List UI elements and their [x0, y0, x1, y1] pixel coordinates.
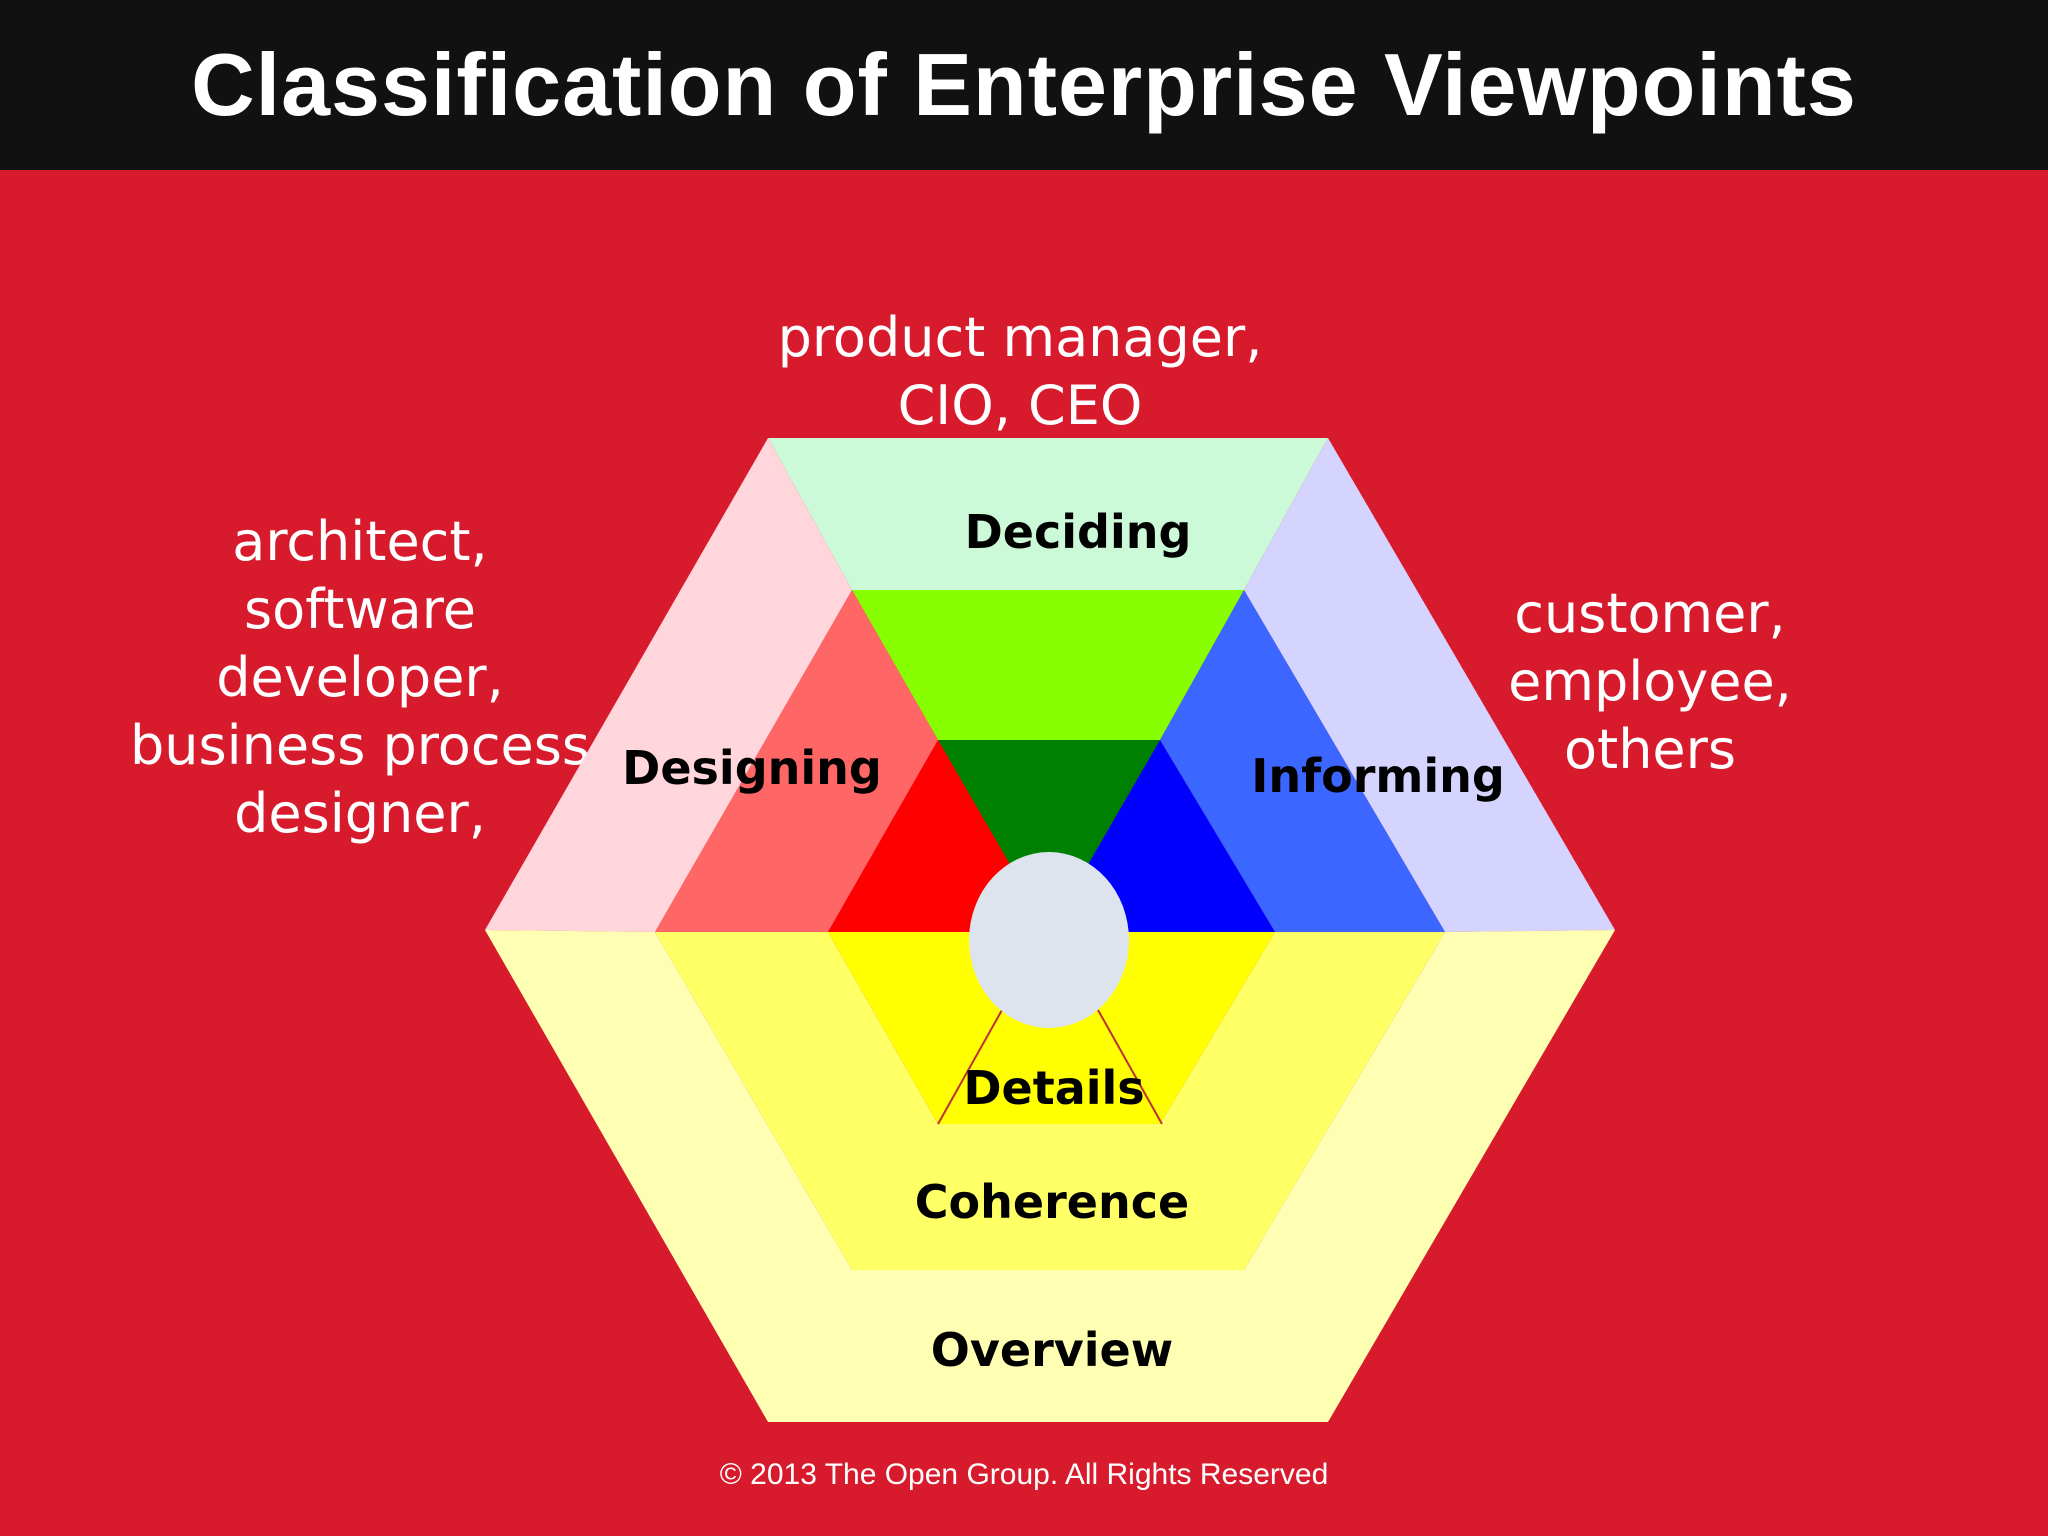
designing-middle-band: [655, 590, 938, 932]
deciding-outer-band: [768, 438, 1328, 590]
role-label-right: customer, employee, others: [1508, 582, 1792, 781]
overview-label: Overview: [931, 1323, 1173, 1377]
role-label-left: architect, software developer, business …: [129, 510, 591, 845]
slide-title: Classification of Enterprise Viewpoints: [191, 35, 1857, 134]
deciding-inner-band: [938, 740, 1160, 932]
details-accent-line-right: [1097, 1009, 1163, 1125]
center-circle: [969, 852, 1129, 1028]
coherence-label: Coherence: [915, 1175, 1189, 1229]
informing-outer-band: [1244, 438, 1615, 932]
details-inner-band: [828, 932, 1275, 1124]
copyright-notice: © 2013 The Open Group. All Rights Reserv…: [719, 1458, 1329, 1491]
designing-outer-band: [485, 438, 852, 932]
title-bar: Classification of Enterprise Viewpoints: [0, 0, 2048, 170]
informing-label: Informing: [1251, 749, 1505, 803]
deciding-label: Deciding: [965, 505, 1192, 559]
details-accent-line-left: [937, 1009, 1003, 1125]
designing-label: Designing: [622, 741, 882, 795]
role-label-top: product manager, CIO, CEO: [777, 306, 1263, 437]
deciding-middle-band: [852, 590, 1244, 740]
informing-middle-band: [1160, 590, 1445, 932]
coherence-middle-band: [655, 932, 1445, 1270]
overview-outer-band: [485, 930, 1615, 1422]
details-label: Details: [963, 1061, 1144, 1115]
